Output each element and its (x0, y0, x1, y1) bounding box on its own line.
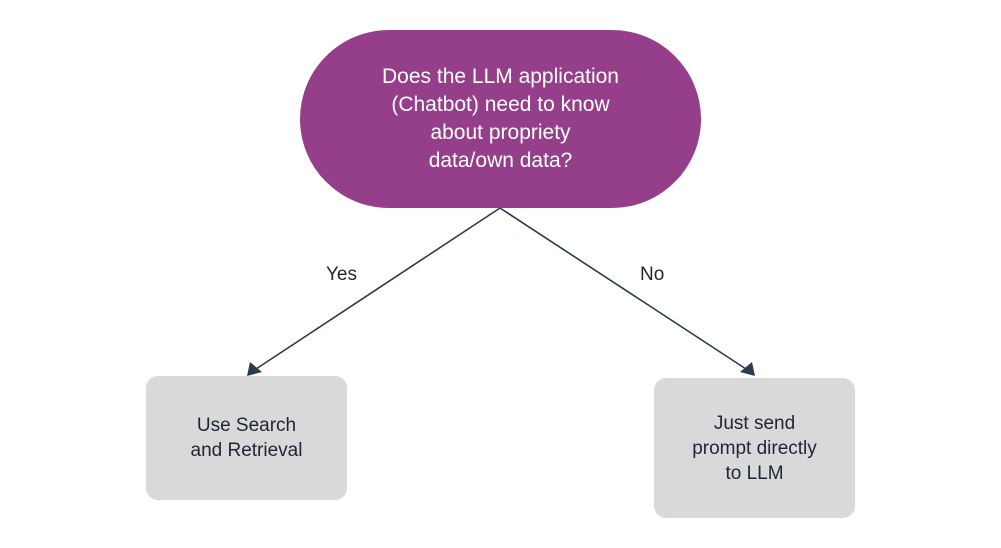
outcome-text-line: Just send (713, 412, 796, 434)
outcome-direct-prompt: Just send prompt directly to LLM (654, 378, 855, 518)
decision-text-line: Does the LLM application (382, 65, 619, 88)
connector-no (499, 207, 747, 370)
yes-branch-label: Yes (326, 264, 357, 285)
outcome-text-line: prompt directly (692, 437, 817, 459)
decision-node: Does the LLM application (Chatbot) need … (300, 30, 701, 208)
decision-text-line: data/own data? (428, 149, 573, 172)
connector-yes (255, 207, 501, 370)
arrowhead-yes (247, 362, 262, 376)
arrowhead-no (740, 362, 755, 376)
outcome-text-line: and Retrieval (190, 440, 303, 461)
decision-text-line: about propriety (430, 121, 571, 144)
decision-text-line: (Chatbot) need to know (391, 93, 610, 116)
outcome-text-line: Use Search (196, 415, 297, 436)
outcome-search-retrieval: Use Search and Retrieval (146, 376, 347, 500)
outcome-text-line: to LLM (725, 462, 784, 484)
no-branch-label: No (640, 264, 665, 285)
